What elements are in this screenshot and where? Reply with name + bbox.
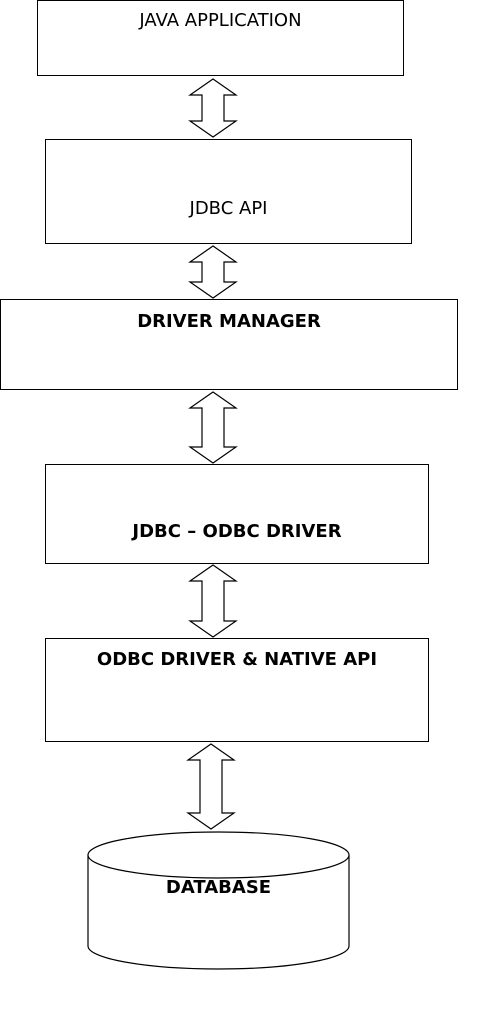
driver-manager-box: DRIVER MANAGER [0,299,458,390]
database-label: DATABASE [165,877,272,898]
jdbc-odbc-driver-box: JDBC – ODBC DRIVER [45,464,429,564]
odbc-driver-native-api-box: ODBC DRIVER & NATIVE API [45,638,429,742]
double-arrow-jdbcodbc-native [188,564,238,638]
java-application-box: JAVA APPLICATION [37,0,404,76]
double-arrow-native-database [186,743,236,830]
jdbc-odbc-driver-label: JDBC – ODBC DRIVER [132,521,342,542]
double-arrow-java-jdbc [188,78,238,138]
double-arrow-drivermanager-jdbcodbc [188,391,238,464]
odbc-driver-native-api-label: ODBC DRIVER & NATIVE API [96,649,378,670]
jdbc-api-box: JDBC API [45,139,412,244]
database-cylinder [87,831,350,970]
jdbc-api-label: JDBC API [189,198,268,219]
driver-manager-label: DRIVER MANAGER [137,311,321,332]
double-arrow-jdbc-drivermanager [188,245,238,299]
java-application-label: JAVA APPLICATION [139,10,302,31]
